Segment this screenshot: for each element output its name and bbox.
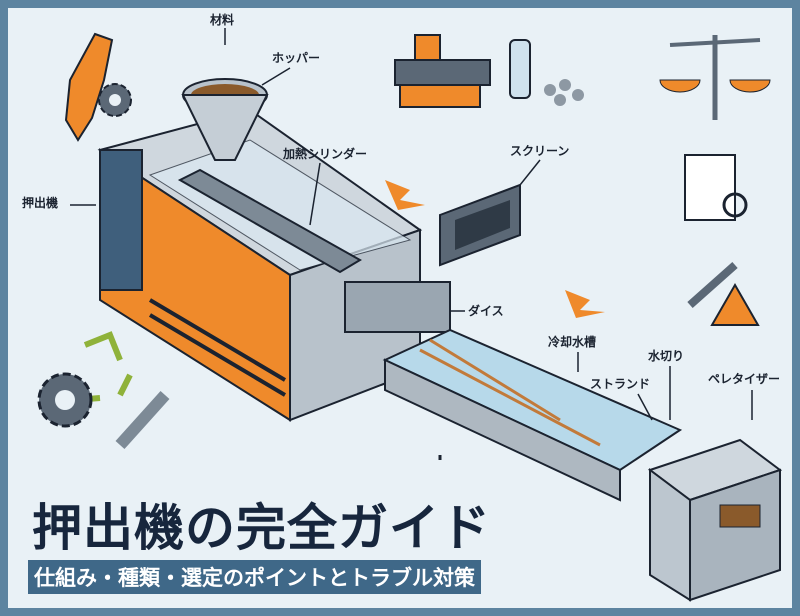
- diagram-labels: 材料 ホッパー 押出機 加熱シリンダー スクリーン ダイス 冷却水槽 ストランド…: [22, 12, 780, 421]
- extruder-icon: [394, 34, 491, 108]
- heating-cylinder: [177, 168, 362, 274]
- label-strand: ストランド: [590, 377, 650, 391]
- arrow-icon: [565, 290, 605, 318]
- control-panel: [99, 149, 143, 291]
- label-hopper: ホッパー: [272, 51, 320, 65]
- label-heating-cylinder: 加熱シリンダー: [282, 146, 367, 161]
- balance-scale-icon: [659, 35, 771, 120]
- screen-filter: [439, 183, 521, 267]
- label-dewatering: 水切り: [648, 348, 684, 363]
- label-die: ダイス: [468, 303, 504, 318]
- taiwan-map-icon: [64, 32, 114, 142]
- gear-icon: [37, 372, 93, 428]
- page-title: 押出機の完全ガイド: [32, 499, 491, 557]
- die-block: [344, 281, 451, 333]
- label-material: 材料: [209, 12, 234, 27]
- label-screen: スクリーン: [510, 144, 569, 158]
- bottle-and-pellets-icon: [509, 39, 584, 106]
- screw-bolt-icon: [115, 390, 170, 450]
- label-pelletizer: ペレタイザー: [708, 372, 780, 386]
- cooling-water-tank: [382, 328, 683, 502]
- arrow-icon: [385, 180, 425, 210]
- clipboard-magnifier-icon: [684, 154, 748, 221]
- label-extruder: 押出機: [22, 195, 58, 210]
- wrench-icon: [687, 262, 738, 308]
- label-cooling-tank: 冷却水槽: [548, 334, 596, 349]
- page-subtitle: 仕組み・種類・選定のポイントとトラブル対策: [28, 560, 481, 594]
- warning-icon: [710, 282, 760, 326]
- gear-icon: [98, 83, 132, 117]
- hopper: [181, 78, 269, 161]
- pelletizer: [647, 438, 783, 602]
